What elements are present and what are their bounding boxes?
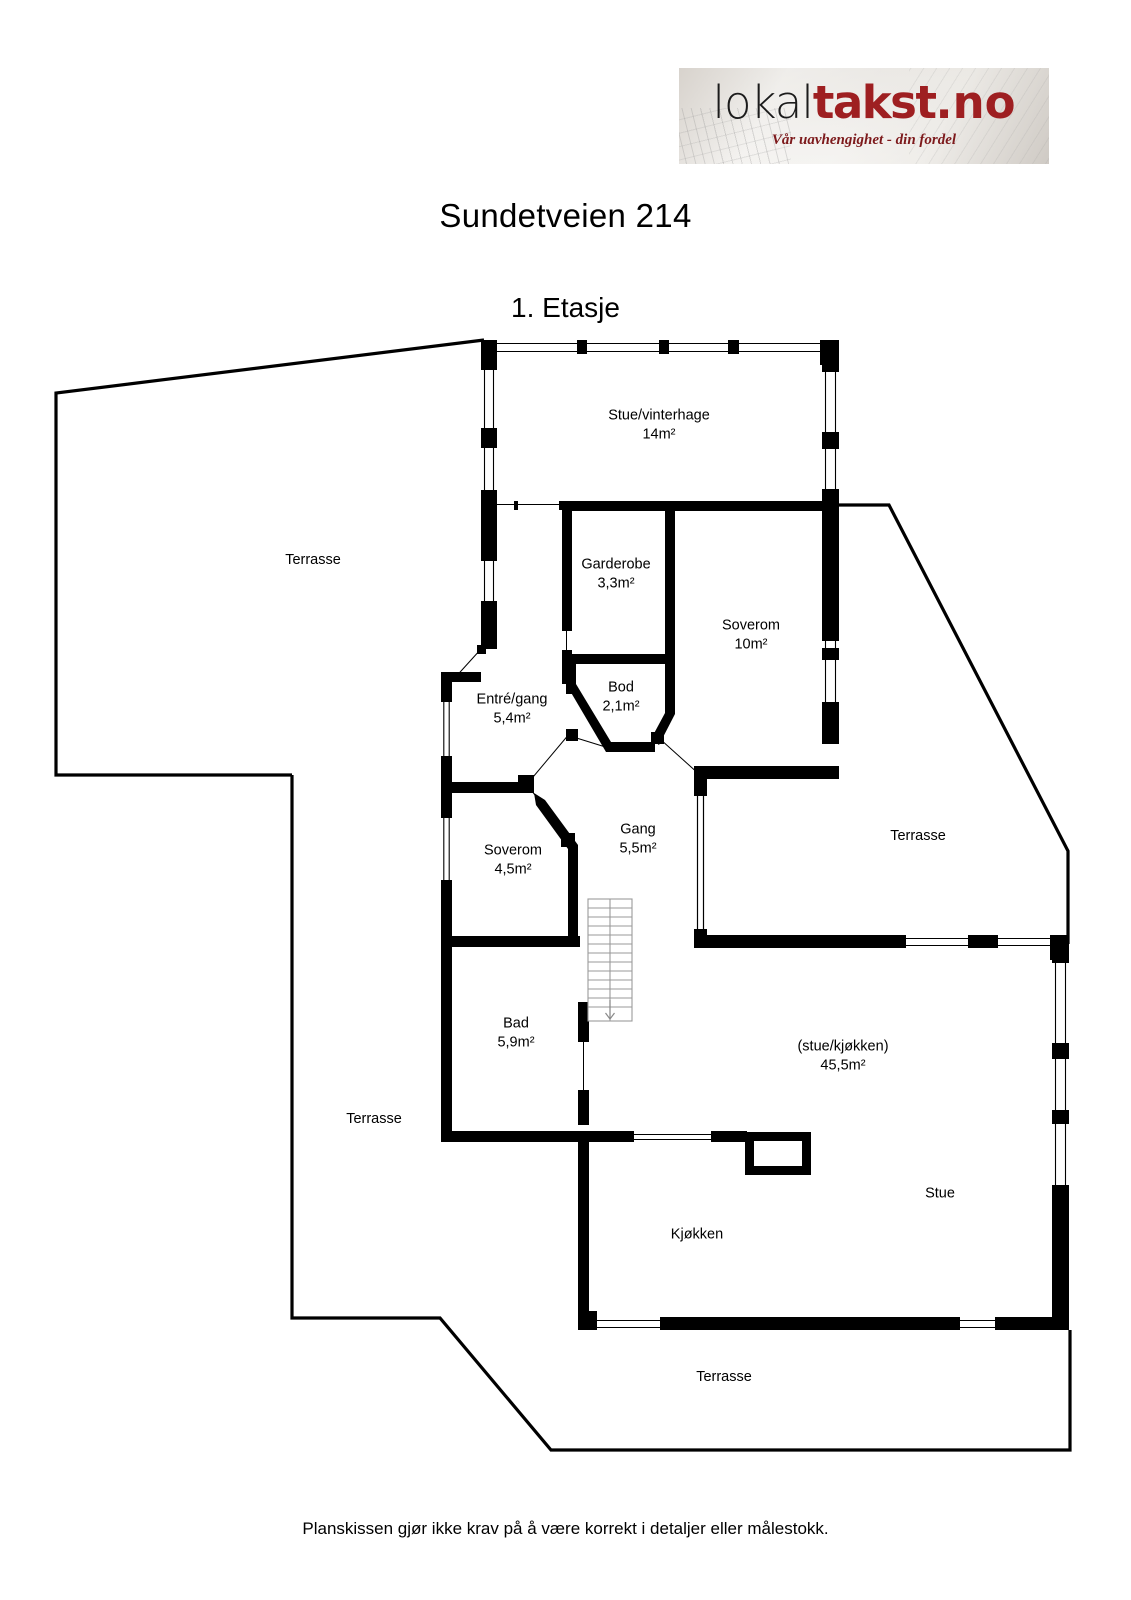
window-stuekjokken-north [906, 937, 1050, 947]
company-logo: lokaltakst.no Vår uavhengighet - din for… [679, 68, 1049, 164]
wall-soverom45-bad [446, 936, 580, 947]
terrace-label-bottom: Terrasse [696, 1369, 752, 1385]
wall-north-mull-1 [577, 340, 587, 354]
wall-kjokken-stub-right [711, 1131, 747, 1142]
jamb-soverom45-hub [561, 833, 575, 847]
door-bod-east [659, 738, 701, 776]
wall-bod-bottom-angled [566, 684, 655, 752]
wall-west-lower-seg2 [441, 880, 452, 942]
window-north [497, 342, 820, 353]
wall-soverom10-east-seg-mid [822, 648, 839, 660]
wall-soverom10-east-seg1 [822, 511, 839, 641]
wall-stue-east-seg2 [1052, 1043, 1069, 1059]
wall-garderobe-left [562, 511, 572, 631]
logo-background-image [679, 68, 1049, 164]
opening-kjokken-counter [634, 1134, 711, 1140]
wall-soverom10-sw-jamb [694, 766, 707, 796]
wall-south-right [995, 1317, 1069, 1330]
wall-bod-right-angled [651, 664, 675, 745]
wall-jamb-gang-hub [518, 775, 534, 793]
wall-jamb-bod-se [651, 732, 664, 744]
wall-west-lower-seg3 [441, 942, 452, 1142]
window-south-right [960, 1319, 995, 1329]
wall-west-lower-seg1 [441, 788, 452, 818]
disclaimer-note: Planskissen gjør ikke krav på å være kor… [302, 1519, 829, 1538]
logo-word-takst: takst [812, 76, 937, 129]
wall-south-sw-corner [578, 1311, 597, 1330]
wall-east-seg-1 [822, 340, 839, 372]
window-soverom45-west [443, 818, 450, 880]
wall-garderobe-right [665, 511, 675, 664]
window-south-left [597, 1319, 660, 1329]
terrace-outlines [54, 338, 1072, 1452]
wall-jamb-vinterhage-b [559, 501, 563, 510]
wall-south-main [660, 1317, 960, 1330]
wall-kjokken-stub-left [589, 1131, 634, 1142]
wall-west-seg-4 [481, 511, 497, 561]
wall-central-vertical-bottom [578, 1131, 589, 1311]
wall-under-vinterhage [562, 501, 830, 511]
wall-bad-south [441, 1131, 589, 1142]
door-swings [451, 648, 701, 841]
window-entre-west [443, 702, 450, 756]
wall-west-seg-5 [481, 601, 497, 649]
window-stue-east [1054, 963, 1067, 1185]
glass-partition-gang [696, 796, 705, 929]
wall-stue-east-seg3 [1052, 1110, 1069, 1124]
wall-entre-west-seg2 [441, 756, 452, 788]
door-bod-west [569, 735, 613, 750]
glass-door-central-bottom [580, 1245, 589, 1311]
terrace-outline-right [830, 503, 1070, 944]
wall-garderobe-bottom [566, 654, 671, 664]
wall-bod-left [566, 664, 576, 694]
wall-north-mull-3 [728, 340, 739, 354]
wall-stuekjokken-north-2 [968, 935, 998, 948]
wall-stuekjokken-north [694, 935, 906, 948]
wall-west-seg-1 [481, 340, 497, 370]
window-soverom10-east [824, 641, 837, 702]
terrace-label-right: Terrasse [890, 828, 946, 844]
wall-soverom45-angled [534, 793, 578, 940]
page-title: Sundetveien 214 [439, 197, 692, 234]
logo-wordmark: lokaltakst.no [679, 80, 1049, 125]
wall-stue-east-seg4 [1052, 1185, 1069, 1320]
stair-direction-arrow [605, 1000, 615, 1020]
wall-east-seg-2 [822, 432, 839, 449]
jamb-entre-terrace [477, 645, 486, 654]
logo-word-no: .no [935, 76, 1016, 129]
wall-jamb-vinterhage-a [514, 501, 518, 510]
wall-stue-east-seg1 [1052, 935, 1069, 963]
wall-soverom10-east-seg2 [822, 702, 839, 744]
wall-soverom10-south [694, 766, 839, 779]
terrace-outline-left [54, 338, 485, 777]
chimney-column [745, 1132, 811, 1175]
logo-word-lokal: lokal [712, 76, 813, 129]
door-soverom45 [530, 789, 571, 841]
logo-tagline: Vår uavhengighet - din fordel [771, 132, 957, 148]
wall-west-seg-2 [481, 428, 497, 448]
building-walls [441, 340, 1069, 1330]
window-east-upper [824, 372, 837, 489]
window-west-lower [483, 561, 495, 601]
wall-bad-east-upper [578, 1002, 589, 1042]
wall-entre-west-seg1 [441, 672, 452, 702]
wall-north-mull-2 [659, 340, 669, 354]
window-west-upper [483, 370, 495, 490]
terrace-outline-bottom [290, 775, 1072, 1452]
terrace-label-left: Terrasse [285, 552, 341, 568]
terrace-label-lower-left: Terrasse [346, 1111, 402, 1127]
door-entre-gang [527, 732, 571, 784]
wall-bad-east-lower [578, 1090, 589, 1125]
floor-title: 1. Etasje [511, 292, 620, 323]
wall-entre-south [441, 782, 521, 793]
door-entre-terrace [451, 648, 482, 682]
